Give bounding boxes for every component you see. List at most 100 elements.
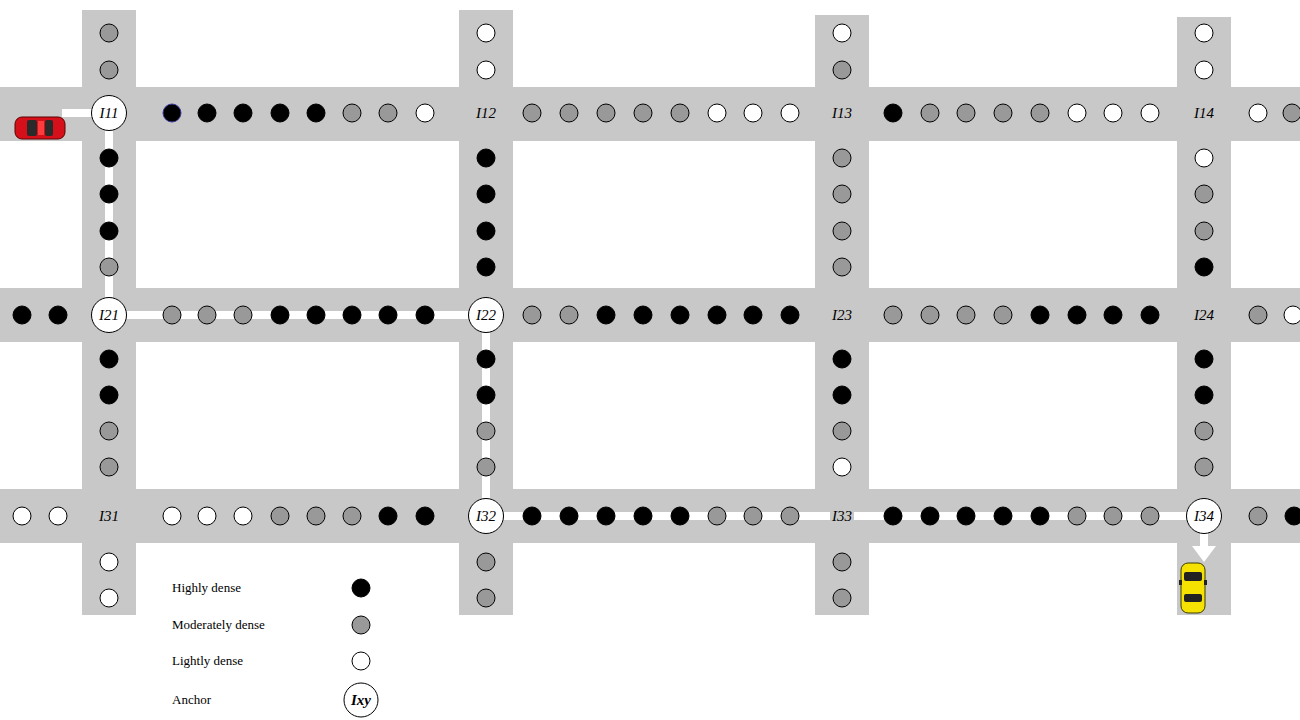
car-window (27, 120, 37, 136)
density-dot (560, 306, 578, 324)
density-dot (957, 104, 975, 122)
density-dot (307, 306, 325, 324)
legend-swatch (352, 579, 370, 597)
density-dot (343, 507, 361, 525)
density-dot (1031, 306, 1049, 324)
density-dot (163, 507, 181, 525)
density-dot (1195, 386, 1213, 404)
density-dot (307, 104, 325, 122)
density-dot (833, 222, 851, 240)
density-dot (1249, 306, 1267, 324)
density-dot (884, 104, 902, 122)
density-dot (921, 306, 939, 324)
density-dot (1141, 507, 1159, 525)
density-dot (379, 507, 397, 525)
density-dot (477, 553, 495, 571)
density-dot (477, 258, 495, 276)
intersection-label: I24 (1192, 307, 1216, 324)
density-dot (1031, 104, 1049, 122)
legend-text: Anchor (172, 692, 211, 708)
density-dot (994, 306, 1012, 324)
density-dot (416, 507, 434, 525)
density-dot (13, 507, 31, 525)
density-dot (708, 507, 726, 525)
density-dot (884, 306, 902, 324)
legend-swatch (352, 616, 370, 634)
legend-swatch (352, 652, 370, 670)
density-dot (100, 589, 118, 607)
car-mirror (1204, 580, 1207, 585)
density-dot (234, 507, 252, 525)
intersection-label: I33 (830, 508, 854, 525)
density-dot (744, 306, 762, 324)
density-dot (634, 306, 652, 324)
density-dot (1068, 104, 1086, 122)
density-dot (833, 185, 851, 203)
density-dot (379, 104, 397, 122)
density-dot (477, 149, 495, 167)
density-dot (234, 306, 252, 324)
density-dot (708, 104, 726, 122)
anchor-circle: I32 (468, 498, 504, 534)
density-dot (1104, 507, 1122, 525)
car-roof (38, 121, 44, 135)
road (815, 15, 869, 615)
anchor-circle: I21 (91, 297, 127, 333)
density-dot (1104, 306, 1122, 324)
density-dot (100, 386, 118, 404)
density-dot (100, 553, 118, 571)
intersection-label: I13 (830, 105, 854, 122)
density-dot (833, 24, 851, 42)
density-dot (198, 507, 216, 525)
density-dot (271, 507, 289, 525)
intersection-label: Ixy (349, 692, 373, 709)
density-dot (1195, 458, 1213, 476)
density-dot (744, 104, 762, 122)
density-dot (781, 104, 799, 122)
density-dot (1195, 61, 1213, 79)
density-dot (100, 222, 118, 240)
density-dot (1031, 507, 1049, 525)
car-body (1181, 563, 1205, 613)
density-dot (100, 149, 118, 167)
road (0, 288, 1300, 342)
density-dot (833, 149, 851, 167)
car-mirror (1179, 580, 1182, 585)
density-dot (1195, 149, 1213, 167)
density-dot (560, 507, 578, 525)
intersection-label: I12 (474, 105, 498, 122)
density-dot (1285, 507, 1300, 525)
density-dot (1141, 306, 1159, 324)
road (459, 10, 513, 615)
density-dot (477, 61, 495, 79)
density-dot (271, 104, 289, 122)
density-dot (477, 24, 495, 42)
intersection-label: I22 (476, 308, 496, 323)
density-dot (234, 104, 252, 122)
density-dot (343, 306, 361, 324)
density-dot (884, 507, 902, 525)
intersection-label: I34 (1194, 509, 1214, 524)
car-body (15, 117, 65, 139)
road (0, 87, 1300, 141)
density-dot (634, 104, 652, 122)
density-dot (100, 422, 118, 440)
density-dot (416, 306, 434, 324)
density-dot (708, 306, 726, 324)
density-dot (49, 306, 67, 324)
density-dot (833, 386, 851, 404)
density-dot (833, 61, 851, 79)
density-dot (477, 185, 495, 203)
density-dot (1195, 258, 1213, 276)
density-dot (1195, 422, 1213, 440)
intersection-label: I32 (476, 509, 496, 524)
density-dot (634, 507, 652, 525)
legend-text: Moderately dense (172, 617, 265, 633)
density-dot (833, 589, 851, 607)
density-dot (597, 306, 615, 324)
dot-group (13, 24, 1300, 607)
density-dot (271, 306, 289, 324)
legend-text: Highly dense (172, 580, 241, 596)
